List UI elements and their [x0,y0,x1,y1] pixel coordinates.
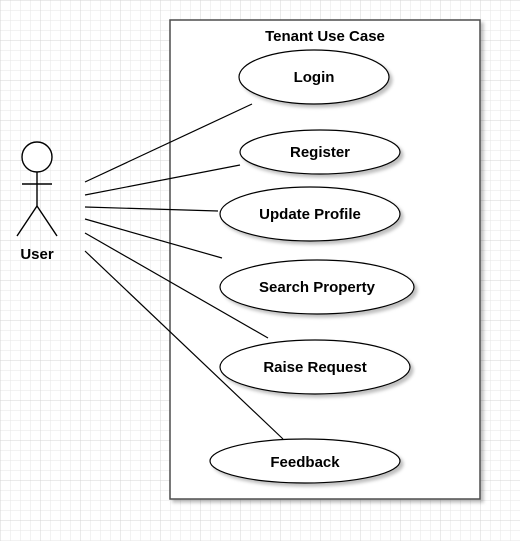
use-case-register[interactable]: Register [239,129,401,175]
actor-head [21,141,53,173]
use-case-feedback[interactable]: Feedback [209,438,401,484]
actor-right-leg [36,205,58,237]
associations [84,103,284,440]
use-case-label: Raise Request [263,359,366,376]
association-login[interactable] [84,103,253,183]
association-register[interactable] [84,164,241,196]
actor-label: User [20,246,54,263]
actor-user[interactable] [16,141,58,237]
use-case-search-property[interactable]: Search Property [219,259,415,315]
use-case-update-profile[interactable]: Update Profile [219,186,401,242]
use-case-label: Update Profile [259,206,361,223]
association-search-property[interactable] [84,218,223,259]
system-title: Tenant Use Case [265,28,385,45]
use-case-login[interactable]: Login [238,49,390,105]
use-case-raise-request[interactable]: Raise Request [219,339,411,395]
association-raise-request[interactable] [84,232,269,339]
actor-left-leg [16,205,38,237]
use-case-label: Search Property [259,279,376,296]
use-case-label: Feedback [270,454,340,471]
association-update-profile[interactable] [84,206,219,212]
use-case-label: Register [290,144,350,161]
association-feedback[interactable] [84,250,284,440]
use-case-label: Login [294,69,335,86]
